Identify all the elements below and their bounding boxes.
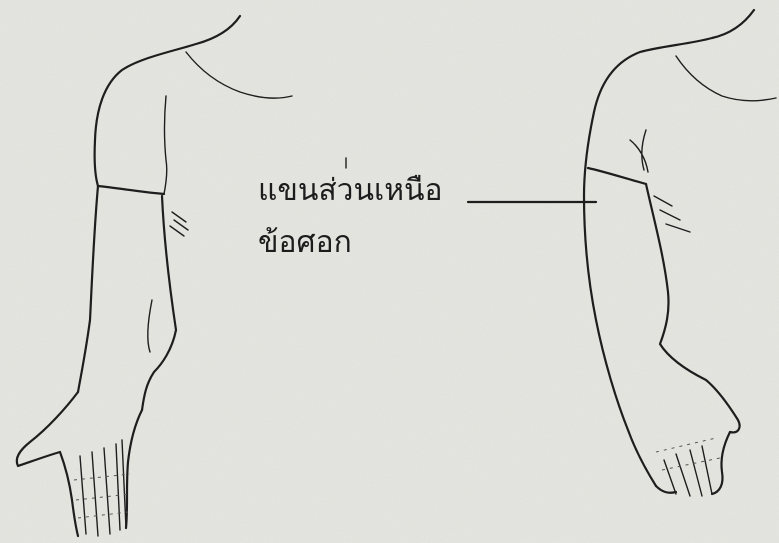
label-upper-arm: แขนส่วนเหนือ: [258, 176, 443, 206]
label-elbow: ข้อศอก: [258, 228, 352, 258]
